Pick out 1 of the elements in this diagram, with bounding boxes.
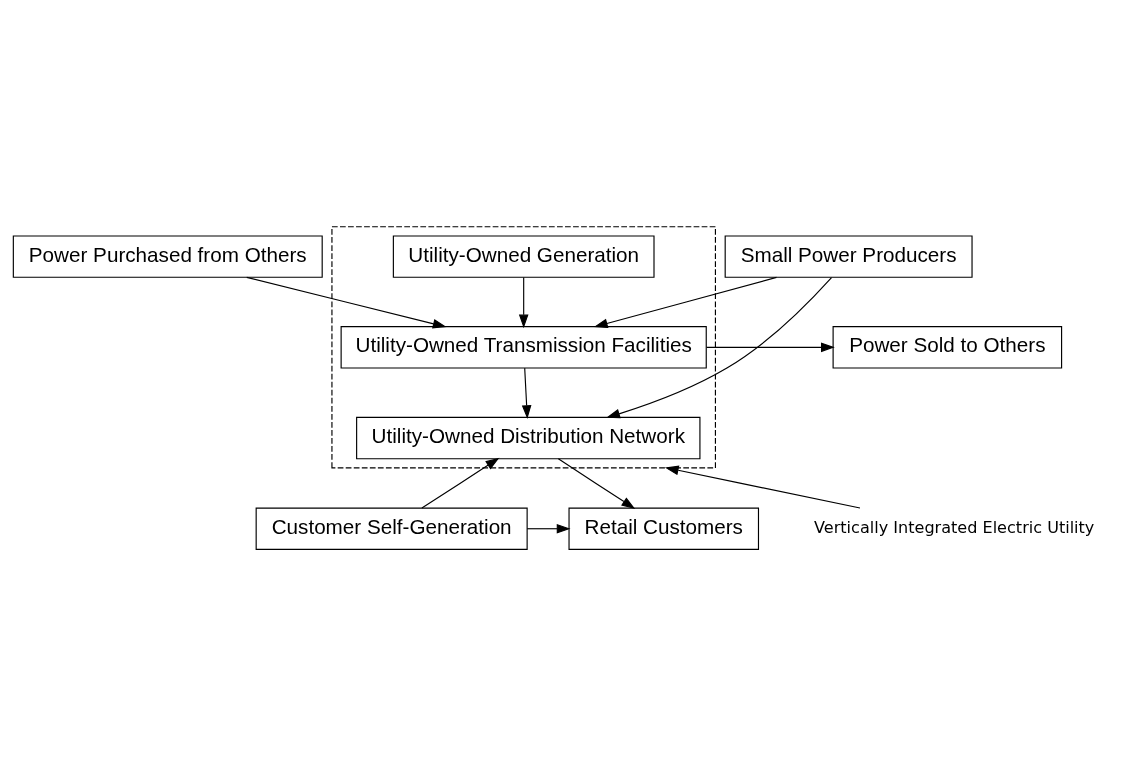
node-text: Vertically Integrated Electric Utility bbox=[814, 517, 1095, 537]
